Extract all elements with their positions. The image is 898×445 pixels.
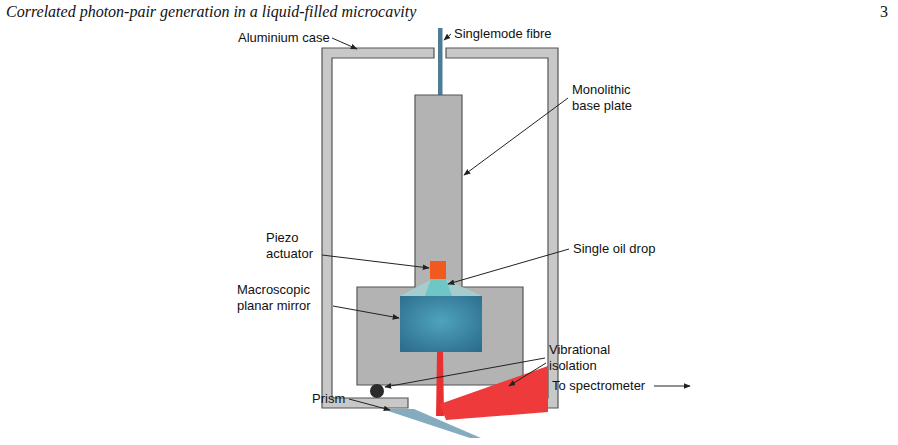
leader-line: [464, 98, 568, 175]
part-label: To spectrometer: [552, 378, 645, 394]
part-label: Prism: [312, 391, 345, 407]
leader-line: [385, 358, 545, 387]
part-label: Single oil drop: [573, 241, 655, 257]
leader-line: [349, 399, 390, 410]
leader-line: [332, 38, 357, 49]
leader-line: [509, 363, 546, 386]
part-label: Piezo actuator: [266, 230, 321, 262]
isolation-ball: [370, 384, 384, 398]
leader-line: [448, 249, 569, 284]
leader-line: [444, 34, 451, 40]
leader-line: [333, 306, 399, 318]
planar-mirror: [400, 296, 482, 352]
running-header: Correlated photon-pair generation in a l…: [6, 2, 416, 22]
leader-line: [322, 255, 429, 268]
fibre: [438, 28, 443, 98]
part-label: Singlemode fibre: [454, 26, 552, 42]
part-label: Monolithic base plate: [572, 82, 650, 114]
page-number: 3: [880, 2, 888, 22]
part-label: Vibrational isolation: [549, 342, 625, 374]
piezo-actuator: [430, 261, 446, 279]
part-label: Aluminium case: [238, 30, 330, 46]
oil-drop: [425, 279, 452, 296]
base-plate: [357, 95, 523, 385]
part-label: Macroscopic planar mirror: [237, 282, 329, 314]
cavity-mode: [400, 279, 482, 296]
prism: [382, 409, 481, 438]
output-arrow: [654, 386, 690, 387]
